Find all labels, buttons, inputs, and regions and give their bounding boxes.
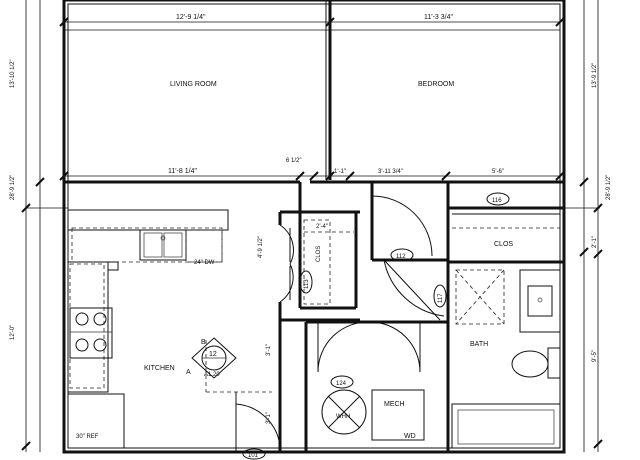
right-closet: CLOS bbox=[452, 213, 560, 248]
washer-dryer: MECH WD bbox=[371, 389, 425, 441]
right-dimensions bbox=[560, 0, 603, 452]
refrigerator: 30" REF bbox=[67, 393, 125, 449]
dim-overall-right: 28'-9 1/2" bbox=[606, 175, 612, 200]
door-tag-124: 124 bbox=[330, 375, 354, 389]
bath-fixtures: BATH bbox=[451, 269, 561, 449]
section-sheet: A1.20 bbox=[204, 372, 220, 378]
wd-label: WD bbox=[404, 433, 416, 440]
dim-overall-left: 28'-9 1/2" bbox=[10, 175, 16, 200]
dim-closet-depth: 4'-9 1/2" bbox=[258, 236, 264, 258]
svg-text:113: 113 bbox=[304, 279, 310, 289]
dim-wall-6: 6 1/2" bbox=[286, 158, 301, 164]
svg-text:124: 124 bbox=[336, 381, 347, 387]
water-heater: WHH bbox=[321, 389, 367, 435]
bath-door bbox=[383, 259, 445, 321]
svg-text:101: 101 bbox=[248, 453, 259, 459]
section-number: 12 bbox=[209, 351, 217, 358]
dim-living-width: 12'-9 1/4" bbox=[176, 14, 206, 21]
dim-kitchen-width: 11'-8 1/4" bbox=[168, 168, 198, 175]
left-closet-shelf bbox=[303, 219, 354, 305]
interior-walls bbox=[278, 182, 564, 452]
dim-kitchen-depth: 12'-0" bbox=[10, 325, 16, 340]
top-dimension-chain bbox=[59, 17, 565, 31]
bedroom-label: BEDROOM bbox=[418, 81, 454, 88]
mech-label: MECH bbox=[384, 401, 405, 408]
dishwasher-label: 24" DW bbox=[194, 260, 215, 266]
section-marker: 12 A1.20 B A bbox=[186, 337, 272, 393]
dim-hall-width: 3'-11 3/4" bbox=[378, 169, 403, 175]
hall-door bbox=[371, 195, 433, 258]
dim-right-closet-depth: 2'-1" bbox=[592, 236, 598, 248]
left-closet-doors bbox=[279, 224, 294, 303]
mech-doors bbox=[317, 321, 421, 373]
bath-label: BATH bbox=[470, 341, 488, 348]
kitchen-sink bbox=[139, 229, 187, 261]
dim-clos-24: 2'-4" bbox=[316, 224, 328, 230]
kitchen-label: KITCHEN bbox=[144, 365, 175, 372]
door-tag-116: 116 bbox=[486, 192, 510, 206]
dim-bedroom-width: 11'-3 3/4" bbox=[424, 14, 454, 21]
entry-door bbox=[235, 392, 281, 452]
door-tag-101: 101 bbox=[242, 448, 266, 460]
right-closet-label: CLOS bbox=[494, 241, 513, 248]
dim-bath-depth: 9'-5" bbox=[592, 350, 598, 362]
svg-text:117: 117 bbox=[438, 293, 444, 303]
living-bedroom-partition bbox=[325, 0, 332, 180]
range-cooktop bbox=[69, 307, 113, 359]
exterior-walls bbox=[62, 0, 566, 454]
svg-text:116: 116 bbox=[492, 198, 502, 204]
dim-closet-width: 5'-6" bbox=[492, 169, 504, 175]
dim-mech-depth: 3'-1" bbox=[266, 412, 272, 424]
mid-horizontal-wall bbox=[59, 171, 565, 184]
refrigerator-label: 30" REF bbox=[76, 434, 99, 440]
left-closet-label: CLOS bbox=[316, 246, 322, 262]
door-tag-117: 117 bbox=[433, 284, 447, 308]
water-heater-label: WHH bbox=[336, 414, 350, 420]
living-room-label: LIVING ROOM bbox=[170, 81, 217, 88]
door-tag-112: 112 bbox=[390, 248, 414, 262]
dim-living-depth: 13'-10 1/2" bbox=[10, 59, 16, 88]
svg-text:112: 112 bbox=[396, 254, 406, 260]
dim-entry-depth: 3'-1" bbox=[266, 344, 272, 356]
section-b-marker: B bbox=[201, 339, 206, 346]
left-dimensions bbox=[21, 0, 68, 452]
door-tag-113: 113 bbox=[299, 270, 313, 294]
dishwasher: 24" DW bbox=[185, 229, 223, 266]
dim-wall-11: 1'-1" bbox=[334, 169, 346, 175]
dim-bedroom-depth: 13'-9 1/2" bbox=[592, 63, 598, 88]
section-a-marker: A bbox=[186, 369, 191, 376]
